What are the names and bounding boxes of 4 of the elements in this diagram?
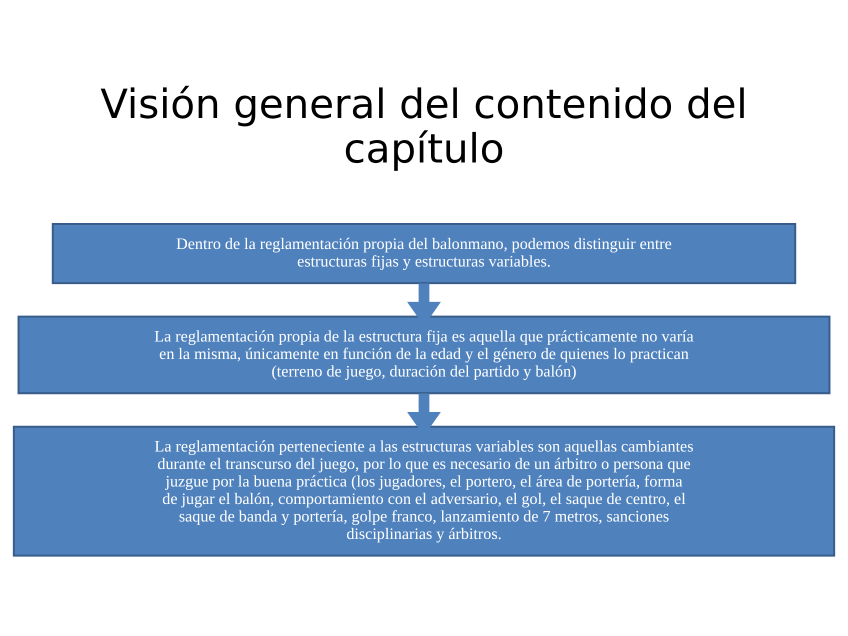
node-box: Dentro de la reglamentación propia del balonmano, podemos distinguir entre estructuras fijas y estructuras variables. xyxy=(52,223,796,284)
node-box: La reglamentación propia de la estructura fija es aquella que prácticamente no varía en la misma, únicamente en función de la edad y el género de quienes lo practican (terreno de juego, duración del partido y balón) xyxy=(18,316,830,394)
diagram-title: Visión general del contenido del capítulo xyxy=(100,82,748,172)
node-box: La reglamentación perteneciente a las estructuras variables son aquellas cambiantes durante el transcurso del juego, por lo que es necesario de un árbitro o persona que juzgue por la buena práctica (los jugadores, el portero, el área de portería, forma de jugar el balón, comportamiento con el adversario, el gol, el saque de centro, el saque de banda y portería, golpe franco, lanzamiento de 7 metros, sanciones disciplinarias y árbitros. xyxy=(12,426,836,557)
